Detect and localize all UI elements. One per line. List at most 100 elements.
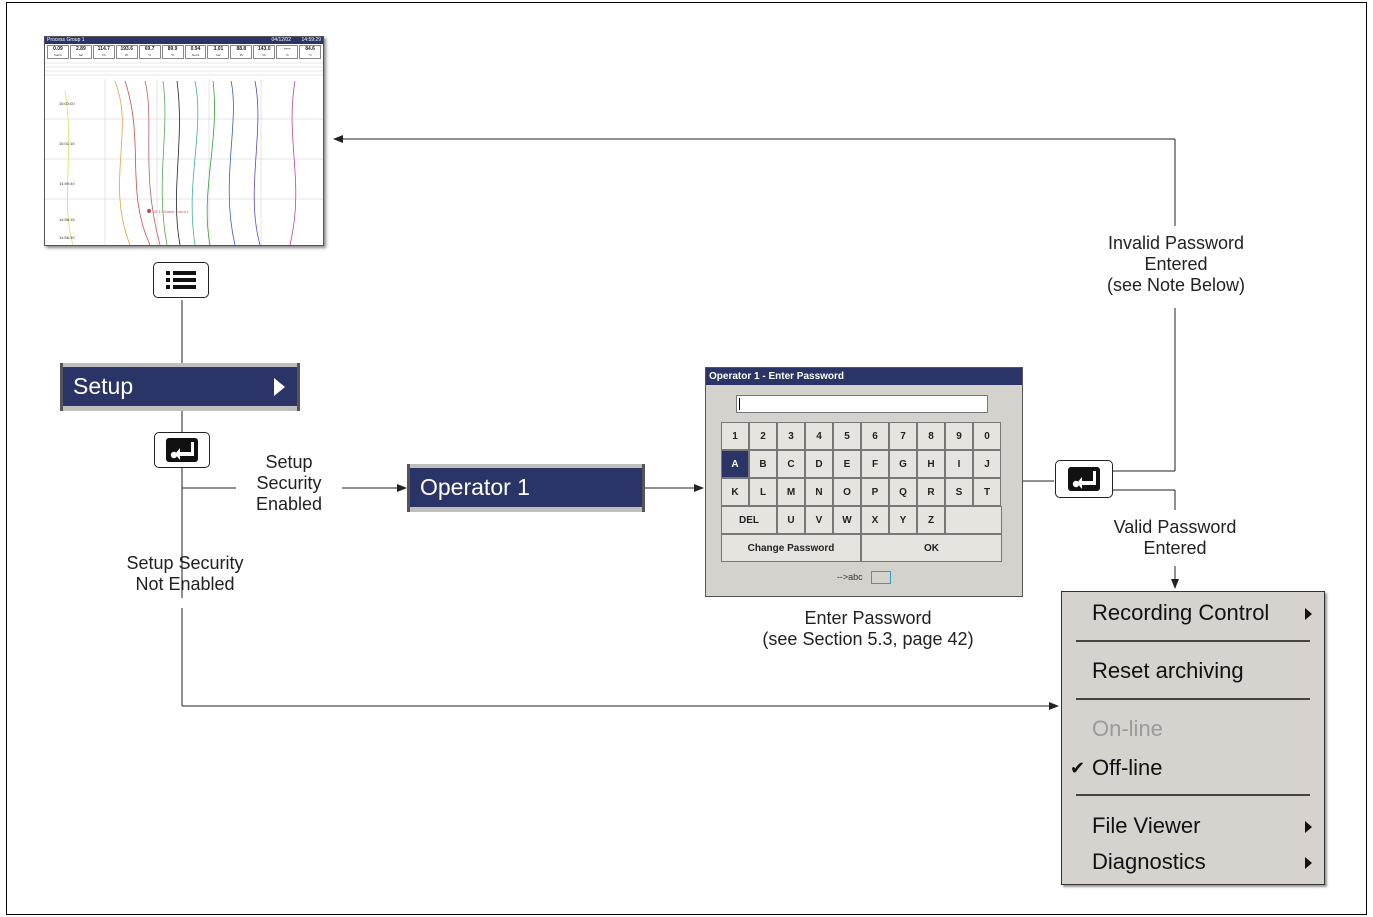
key-m[interactable]: M xyxy=(777,478,805,506)
bar-right-cap xyxy=(642,464,645,512)
time-mark: 14:58:15 xyxy=(59,217,75,222)
key-t[interactable]: T xyxy=(973,478,1001,506)
menu-item-file-viewer[interactable]: File Viewer xyxy=(1062,810,1324,842)
indicator-unit: °C xyxy=(170,53,175,57)
keyboard-mode-label: -->abc xyxy=(836,571,863,582)
keyboard-icon[interactable] xyxy=(871,571,892,584)
indicator-unit: l/h xyxy=(239,53,243,57)
indicator-unit: °C xyxy=(147,53,152,57)
setup-security-enabled-label: Setup Security Enabled xyxy=(255,452,323,514)
setup-label: Setup xyxy=(73,373,134,399)
menu-item-label: Diagnostics xyxy=(1092,849,1206,874)
change-password-button[interactable]: Change Password xyxy=(721,534,861,562)
key-j[interactable]: J xyxy=(973,450,1001,478)
key-r[interactable]: R xyxy=(917,478,945,506)
recorder-date: 04/12/02 xyxy=(271,37,291,43)
menu-item-label: Reset archiving xyxy=(1092,658,1244,683)
key-5[interactable]: 5 xyxy=(833,422,861,450)
enter-key[interactable] xyxy=(154,432,210,468)
key-n[interactable]: N xyxy=(805,478,833,506)
submenu-arrow-icon xyxy=(1305,821,1312,833)
list-icon xyxy=(166,271,196,289)
key-l[interactable]: L xyxy=(749,478,777,506)
indicator-unit: bar xyxy=(78,53,84,57)
key-b[interactable]: B xyxy=(749,450,777,478)
indicator-value: 2.89 xyxy=(76,46,86,52)
key-x[interactable]: X xyxy=(861,506,889,534)
key-2[interactable]: 2 xyxy=(749,422,777,450)
time-mark: 14:56:30 xyxy=(59,235,75,240)
key-a[interactable]: A xyxy=(721,450,749,478)
menu-item-off-line[interactable]: ✔Off-line xyxy=(1062,752,1324,784)
indicator-unit: bar xyxy=(216,53,221,57)
key-f[interactable]: F xyxy=(861,450,889,478)
recorder-chart: 15:17 Alarm Event 1 15:03:00 15:01:15 14… xyxy=(45,62,323,245)
key-g[interactable]: G xyxy=(889,450,917,478)
key-z[interactable]: Z xyxy=(917,506,945,534)
recorder-title: Process Group 1 xyxy=(47,37,85,43)
key-v[interactable]: V xyxy=(805,506,833,534)
operator-menu-item[interactable]: Operator 1 xyxy=(407,464,645,512)
indicator-unit: hours xyxy=(54,53,62,57)
key-9[interactable]: 9 xyxy=(945,422,973,450)
indicator-value: 114.7 xyxy=(97,46,110,52)
key-y[interactable]: Y xyxy=(889,506,917,534)
key-c[interactable]: C xyxy=(777,450,805,478)
time-mark: 14:59:40 xyxy=(59,181,75,186)
ok-button[interactable]: OK xyxy=(861,534,1002,562)
key-blank[interactable] xyxy=(945,506,1002,534)
key-k[interactable]: K xyxy=(721,478,749,506)
key-p[interactable]: P xyxy=(861,478,889,506)
recorder-title-bar: Process Group 1 04/12/02 14:59:29 xyxy=(45,37,323,44)
bar-left-cap xyxy=(407,464,410,512)
menu-item-label: Recording Control xyxy=(1092,600,1270,625)
menu-item-on-line: On-line xyxy=(1062,713,1324,745)
invalid-password-label: Invalid Password Entered (see Note Below… xyxy=(1106,233,1246,295)
key-0[interactable]: 0 xyxy=(973,422,1001,450)
checkmark-icon: ✔ xyxy=(1070,758,1086,778)
indicator-value: 0.94 xyxy=(190,46,201,52)
key-7[interactable]: 7 xyxy=(889,422,917,450)
menu-item-label: On-line xyxy=(1092,716,1163,741)
key-s[interactable]: S xyxy=(945,478,973,506)
key-q[interactable]: Q xyxy=(889,478,917,506)
key-h[interactable]: H xyxy=(917,450,945,478)
menu-item-reset-archiving[interactable]: Reset archiving xyxy=(1062,655,1324,687)
key-u[interactable]: U xyxy=(777,506,805,534)
menu-item-recording-control[interactable]: Recording Control xyxy=(1062,597,1324,629)
indicator-value: 143.0 xyxy=(258,46,271,52)
key-1[interactable]: 1 xyxy=(721,422,749,450)
key-3[interactable]: 3 xyxy=(777,422,805,450)
time-mark: 15:03:00 xyxy=(59,101,75,106)
time-mark: 15:01:15 xyxy=(59,141,75,146)
enter-key[interactable] xyxy=(1055,460,1113,498)
menu-item-diagnostics[interactable]: Diagnostics xyxy=(1062,846,1324,878)
key-del[interactable]: DEL xyxy=(721,506,777,534)
key-o[interactable]: O xyxy=(833,478,861,506)
key-4[interactable]: 4 xyxy=(805,422,833,450)
key-d[interactable]: D xyxy=(805,450,833,478)
text-caret xyxy=(739,398,740,410)
menu-key[interactable] xyxy=(153,262,209,298)
key-e[interactable]: E xyxy=(833,450,861,478)
key-w[interactable]: W xyxy=(833,506,861,534)
operator-label: Operator 1 xyxy=(420,474,530,500)
password-input[interactable] xyxy=(736,395,988,413)
key-8[interactable]: 8 xyxy=(917,422,945,450)
key-6[interactable]: 6 xyxy=(861,422,889,450)
enter-password-caption: Enter Password (see Section 5.3, page 42… xyxy=(762,608,974,649)
setup-menu-item[interactable]: Setup xyxy=(60,363,300,411)
key-i[interactable]: I xyxy=(945,450,973,478)
menu-separator xyxy=(1076,698,1310,700)
bar-right-cap xyxy=(297,363,300,411)
diagram-frame xyxy=(6,2,1367,915)
